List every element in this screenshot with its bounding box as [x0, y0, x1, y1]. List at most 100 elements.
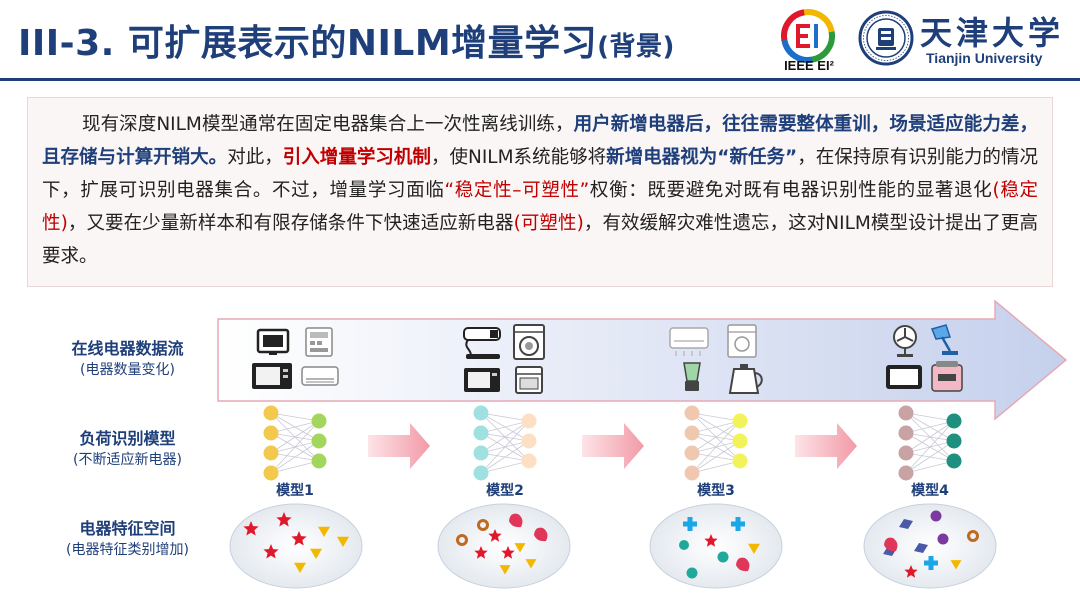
- para-seg-7: ，在保持原有识别能力的情况下，扩展可识别电器集合。不过，增量学习面临: [42, 147, 1038, 201]
- triangle-marker: [318, 526, 330, 537]
- para-seg-2: 用户新增电器后，往往需要整体重训，场景适应能力差，且存储与计算开销大。: [42, 114, 1038, 168]
- network-edge: [480, 420, 530, 474]
- tianjin-university-en-name: Tianjin University: [926, 50, 1043, 66]
- petal-marker: [736, 557, 750, 572]
- network-edge: [480, 420, 530, 454]
- dot-marker: [717, 551, 729, 563]
- network-edge: [691, 460, 741, 474]
- ring-marker: [456, 534, 468, 546]
- output-node: [311, 453, 327, 469]
- network-model-1: [263, 405, 327, 481]
- transition-arrow-2-3: [582, 423, 644, 469]
- input-node: [898, 445, 914, 461]
- oven-icon: [515, 366, 543, 394]
- triangle-marker: [310, 548, 322, 559]
- dot-marker: [686, 567, 698, 579]
- petal-marker: [509, 513, 523, 528]
- para-seg-10: (稳定性): [42, 180, 1038, 234]
- input-node: [898, 405, 914, 421]
- network-edge: [905, 412, 955, 422]
- triangle-marker: [337, 536, 349, 547]
- desktop-monitor-icon: [256, 328, 290, 355]
- dot-marker: [679, 540, 689, 550]
- input-node: [684, 425, 700, 441]
- input-node: [473, 445, 489, 461]
- input-node: [263, 445, 279, 461]
- network-edge: [905, 440, 955, 474]
- model-label-4: 模型4: [911, 482, 949, 499]
- feature-space-1: [229, 503, 363, 589]
- network-edge: [270, 420, 320, 474]
- model-label-3: 模型3: [697, 482, 735, 499]
- feature-space-3: [649, 503, 783, 589]
- star-marker: [488, 529, 502, 542]
- star-marker: [276, 512, 292, 527]
- input-node: [263, 405, 279, 421]
- input-node: [263, 425, 279, 441]
- output-node: [732, 413, 748, 429]
- star-marker: [904, 565, 918, 578]
- diamond-marker: [914, 543, 928, 553]
- network-edge: [270, 460, 320, 474]
- cross-marker: [731, 517, 745, 531]
- output-node: [521, 433, 537, 449]
- triangle-marker: [514, 543, 526, 553]
- control-panel-icon: [305, 327, 333, 357]
- output-node: [521, 413, 537, 429]
- desk-lamp-icon: [930, 324, 958, 355]
- para-seg-8: “稳定性–可塑性”: [444, 180, 590, 201]
- electric-kettle-icon: [728, 364, 763, 394]
- feature-space-4: [863, 503, 997, 589]
- output-node: [311, 433, 327, 449]
- row-title-feature: 电器特征空间: [79, 519, 176, 538]
- ieee-ei-logo-text: IEEE EI²: [784, 58, 834, 73]
- network-edge: [480, 440, 530, 474]
- network-model-4: [898, 405, 962, 481]
- output-node: [521, 453, 537, 469]
- network-edge: [480, 460, 530, 474]
- network-edge: [691, 420, 741, 474]
- triangle-marker: [748, 543, 760, 554]
- air-conditioner-icon: [669, 327, 709, 356]
- dot-marker: [930, 510, 942, 522]
- triangle-marker: [294, 562, 306, 573]
- title-underline: [0, 78, 1080, 81]
- para-seg-5: ，使NILM系统能够将: [430, 147, 607, 168]
- output-node: [946, 453, 962, 469]
- output-node: [946, 413, 962, 429]
- para-seg-3: 对此，: [227, 147, 283, 168]
- input-node: [898, 465, 914, 481]
- star-marker: [704, 534, 718, 547]
- hair-dryer-icon: [463, 327, 501, 359]
- network-model-3: [684, 405, 748, 481]
- ring-marker: [967, 530, 979, 542]
- input-node: [684, 465, 700, 481]
- blender-icon: [683, 362, 701, 391]
- network-edge: [691, 412, 741, 422]
- input-node: [473, 465, 489, 481]
- row-label-model: 负荷识别模型 (不断适应新电器): [40, 428, 215, 470]
- triangle-marker: [499, 565, 511, 575]
- electric-fan-icon: [893, 325, 917, 357]
- star-marker: [263, 544, 279, 559]
- model-label-1: 模型1: [276, 482, 314, 499]
- stage3-appliances: [669, 324, 763, 394]
- input-node: [684, 445, 700, 461]
- dot-marker: [937, 533, 949, 545]
- star-marker: [291, 531, 307, 546]
- network-edge: [270, 420, 320, 434]
- network-edge: [480, 420, 530, 434]
- page-title: III-3. 可扩展表示的NILM增量学习(背景): [18, 14, 675, 66]
- network-edge: [905, 460, 955, 474]
- triangle-marker: [525, 559, 537, 569]
- network-edge: [270, 420, 320, 454]
- network-edge: [905, 420, 955, 434]
- petal-marker: [884, 537, 898, 552]
- cross-marker: [924, 556, 938, 570]
- input-node: [473, 425, 489, 441]
- microwave-icon: [464, 368, 500, 392]
- rice-cooker-icon: [931, 361, 963, 392]
- petal-marker: [534, 527, 548, 542]
- network-model-2: [473, 405, 537, 481]
- network-edge: [270, 440, 320, 474]
